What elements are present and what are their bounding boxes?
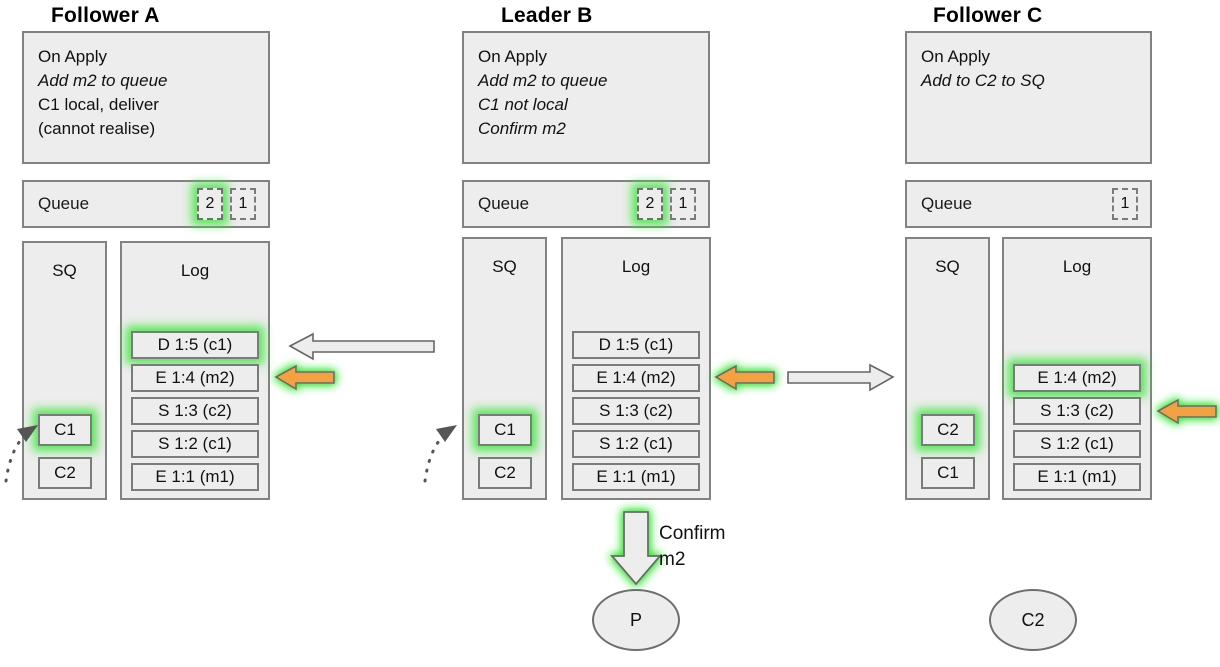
queue-label: Queue [921,194,973,213]
queue-label: Queue [478,194,530,213]
apply-line: Add m2 to queue [478,71,608,90]
log-entry: E 1:4 (m2) [1013,364,1141,392]
sq-header: SQ [52,261,77,280]
log-header: Log [621,257,651,276]
sq-box-follower-a: SQ [22,241,107,500]
log-entry: E 1:1 (m1) [1013,463,1141,491]
sq-box-leader-b: SQ [462,237,547,500]
apply-line: Add to C2 to SQ [921,71,1045,90]
queue-item: 1 [1112,188,1138,220]
queue-box-follower-c: Queue 1 [905,180,1152,228]
apply-box-follower-a: On Apply Add m2 to queue C1 local, deliv… [22,31,270,164]
sq-box-follower-c: SQ [905,237,990,500]
log-entry: S 1:2 (c1) [131,430,259,458]
apply-line: C1 not local [478,95,568,114]
log-entry: S 1:2 (c1) [1013,430,1141,458]
orange-arrow-follower-a [274,364,335,391]
queue-items: 2 1 [197,188,256,220]
log-entry: D 1:5 (c1) [572,331,700,359]
sq-item: C2 [478,457,532,489]
orange-arrow-leader-b [714,364,775,391]
queue-item: 1 [670,188,696,220]
panel-title-follower-c: Follower C [933,4,1043,27]
queue-items: 2 1 [637,188,696,220]
apply-box-leader-b: On Apply Add m2 to queue C1 not local Co… [462,31,710,164]
log-entry: E 1:1 (m1) [131,463,259,491]
panel-title-follower-a: Follower A [51,4,160,27]
log-header: Log [180,261,210,280]
sq-item: C1 [38,414,92,446]
confirm-arrow-down [610,511,662,586]
log-entry: S 1:3 (c2) [1013,397,1141,425]
log-entry: S 1:2 (c1) [572,430,700,458]
queue-item: 2 [197,188,223,220]
c2-ellipse: C2 [989,589,1077,651]
apply-line: On Apply [921,47,990,66]
apply-line: (cannot realise) [38,119,156,138]
queue-box-leader-b: Queue 2 1 [462,180,710,228]
sq-item: C1 [478,414,532,446]
sq-header: SQ [935,257,960,276]
apply-box-follower-c: On Apply Add to C2 to SQ [905,31,1152,164]
orange-arrow-follower-c [1156,398,1217,425]
p-ellipse: P [592,589,680,651]
log-entry: S 1:3 (c2) [131,397,259,425]
replication-arrow-b-to-c [787,363,895,392]
log-entry: E 1:1 (m1) [572,463,700,491]
sq-item: C1 [921,457,975,489]
log-entry: D 1:5 (c1) [131,331,259,359]
confirm-m2-label: Confirm m2 [659,523,726,570]
deliver-arrow-leader-b [423,425,457,483]
sq-header: SQ [492,257,517,276]
queue-label: Queue [38,194,90,213]
sq-item: C2 [921,414,975,446]
queue-items: 1 [1112,188,1138,220]
deliver-arrow-follower-a [4,425,38,483]
queue-item: 1 [230,188,256,220]
apply-line: On Apply [38,47,107,66]
panel-title-leader-b: Leader B [501,4,593,27]
log-entry: E 1:4 (m2) [131,364,259,392]
queue-box-follower-a: Queue 2 1 [22,180,270,228]
replication-arrow-b-to-a [288,332,435,361]
queue-item: 2 [637,188,663,220]
sq-item: C2 [38,457,92,489]
log-entry: E 1:4 (m2) [572,364,700,392]
apply-line: On Apply [478,47,547,66]
apply-line: Add m2 to queue [38,71,168,90]
log-entry: S 1:3 (c2) [572,397,700,425]
apply-line: C1 local, deliver [38,95,159,114]
apply-line: Confirm m2 [478,119,566,138]
log-header: Log [1062,257,1092,276]
